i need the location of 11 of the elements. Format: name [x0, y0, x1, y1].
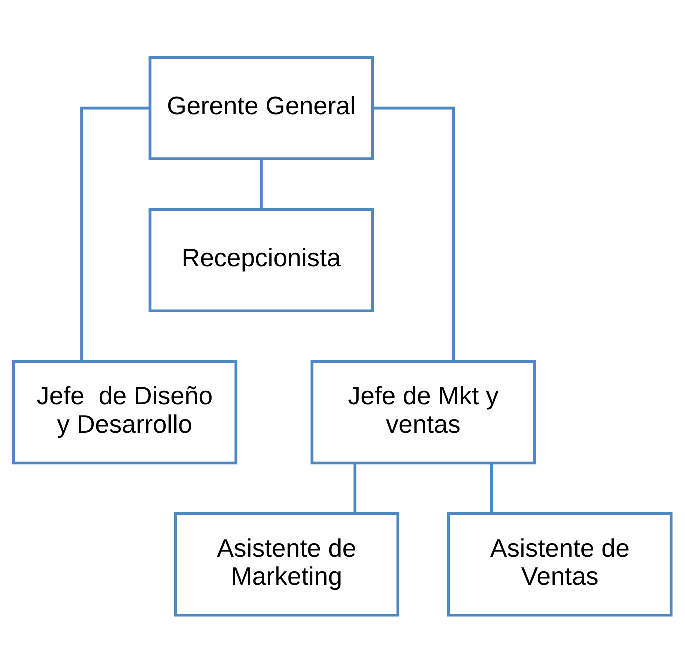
node-box: Asistente de Ventas — [447, 512, 673, 616]
connector — [354, 463, 357, 513]
node-box: Gerente General — [148, 56, 374, 160]
node-box: Recepcionista — [148, 208, 374, 312]
node-box: Jefe de Mkt y ventas — [310, 360, 536, 464]
connector — [490, 463, 494, 513]
connector — [260, 158, 263, 209]
node-box: Asistente de Marketing — [174, 512, 400, 616]
connector — [80, 106, 150, 362]
connector — [372, 106, 456, 362]
node-box: Jefe de Diseño y Desarrollo — [12, 360, 238, 464]
